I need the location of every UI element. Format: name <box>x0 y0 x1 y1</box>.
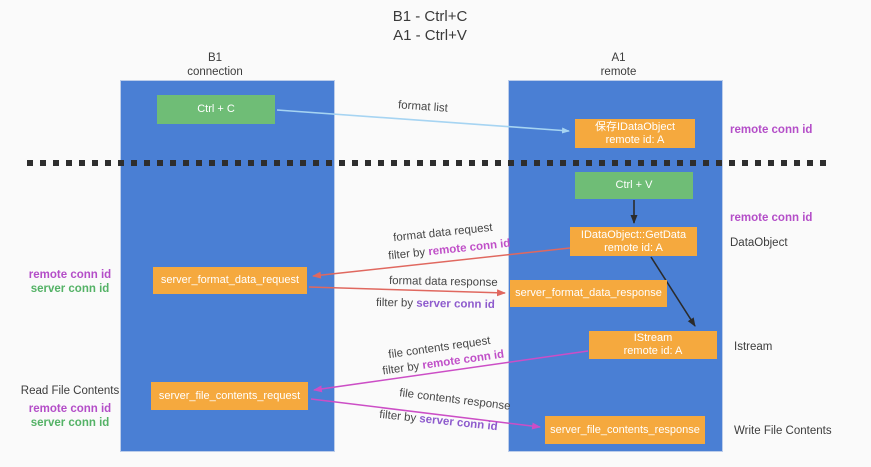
lifeline-name: A1 <box>611 52 626 64</box>
lifeline-header-b1: B1 connection <box>110 51 320 79</box>
dashed-separator-line <box>27 160 830 166</box>
annotation-write-file-contents: Write File Contents <box>734 425 832 437</box>
annotation-remote-conn-id: remote conn id <box>28 403 112 415</box>
node-server-file-contents-response: server_file_contents_response <box>545 416 705 444</box>
annotation-remote-conn-id: remote conn id <box>28 269 112 281</box>
node-label: server_format_data_response <box>515 287 662 299</box>
node-label-line2: remote id: A <box>604 241 663 254</box>
node-label-line1: 保存IDataObject <box>594 120 676 133</box>
filter-by-text: filter by <box>381 359 424 378</box>
lifeline-role: remote <box>600 66 637 78</box>
lifeline-role: connection <box>187 66 243 78</box>
node-label-line1: IDataObject::GetData <box>580 228 687 241</box>
node-label: server_file_contents_request <box>158 389 301 402</box>
node-ctrl-v: Ctrl + V <box>575 172 693 199</box>
annotation-conn-ids-top-left: remote conn id server conn id <box>0 268 140 296</box>
filter-by-text: filter by <box>375 296 417 310</box>
edge-label-format-data-response: format data response <box>388 275 498 289</box>
filter-by-text: filter by <box>387 246 430 263</box>
node-istream: IStream remote id: A <box>589 331 717 359</box>
node-label: server_format_data_request <box>160 274 300 286</box>
node-server-file-contents-request: server_file_contents_request <box>151 382 308 410</box>
annotation-istream: Istream <box>734 341 773 353</box>
node-label: server_file_contents_response <box>550 423 700 436</box>
title-line-2: A1 - Ctrl+V <box>393 27 467 44</box>
node-ctrl-c: Ctrl + C <box>157 95 275 124</box>
edge-label-format-list: format list <box>397 99 449 115</box>
annotation-server-conn-id: server conn id <box>30 417 110 429</box>
edge-label-file-contents-response: file contents response <box>398 387 512 413</box>
annotation-remote-conn-id-mid: remote conn id <box>730 212 813 224</box>
annotation-read-block-left: Read File Contents remote conn id server… <box>0 384 140 430</box>
title-line-1: B1 - Ctrl+C <box>392 8 468 25</box>
edge-label-filter-server-2: filter by server conn id <box>379 408 499 434</box>
node-server-format-data-request: server_format_data_request <box>153 267 307 294</box>
node-label: Ctrl + V <box>615 179 653 191</box>
server-conn-id-highlight: server conn id <box>418 413 499 434</box>
edge-label-filter-server-1: filter by server conn id <box>376 296 495 312</box>
node-save-idataobject: 保存IDataObject remote id: A <box>575 119 695 148</box>
node-server-format-data-response: server_format_data_response <box>510 280 667 307</box>
node-label-line1: IStream <box>633 332 673 344</box>
lifeline-header-a1: A1 remote <box>511 51 726 79</box>
annotation-dataobject: DataObject <box>730 237 788 249</box>
node-label: Ctrl + C <box>197 103 235 115</box>
remote-conn-id-highlight: remote conn id <box>427 237 511 259</box>
filter-by-text: filter by <box>378 408 420 425</box>
annotation-server-conn-id: server conn id <box>30 283 110 295</box>
annotation-remote-conn-id-top: remote conn id <box>730 124 813 136</box>
lifeline-name: B1 <box>207 52 223 64</box>
diagram-title: B1 - Ctrl+C A1 - Ctrl+V <box>300 7 560 45</box>
annotation-read-file-contents: Read File Contents <box>20 385 120 397</box>
node-label-line2: remote id: A <box>605 133 665 146</box>
node-idataobject-getdata: IDataObject::GetData remote id: A <box>570 227 697 256</box>
node-label-line2: remote id: A <box>623 345 683 357</box>
server-conn-id-highlight: server conn id <box>416 297 495 312</box>
